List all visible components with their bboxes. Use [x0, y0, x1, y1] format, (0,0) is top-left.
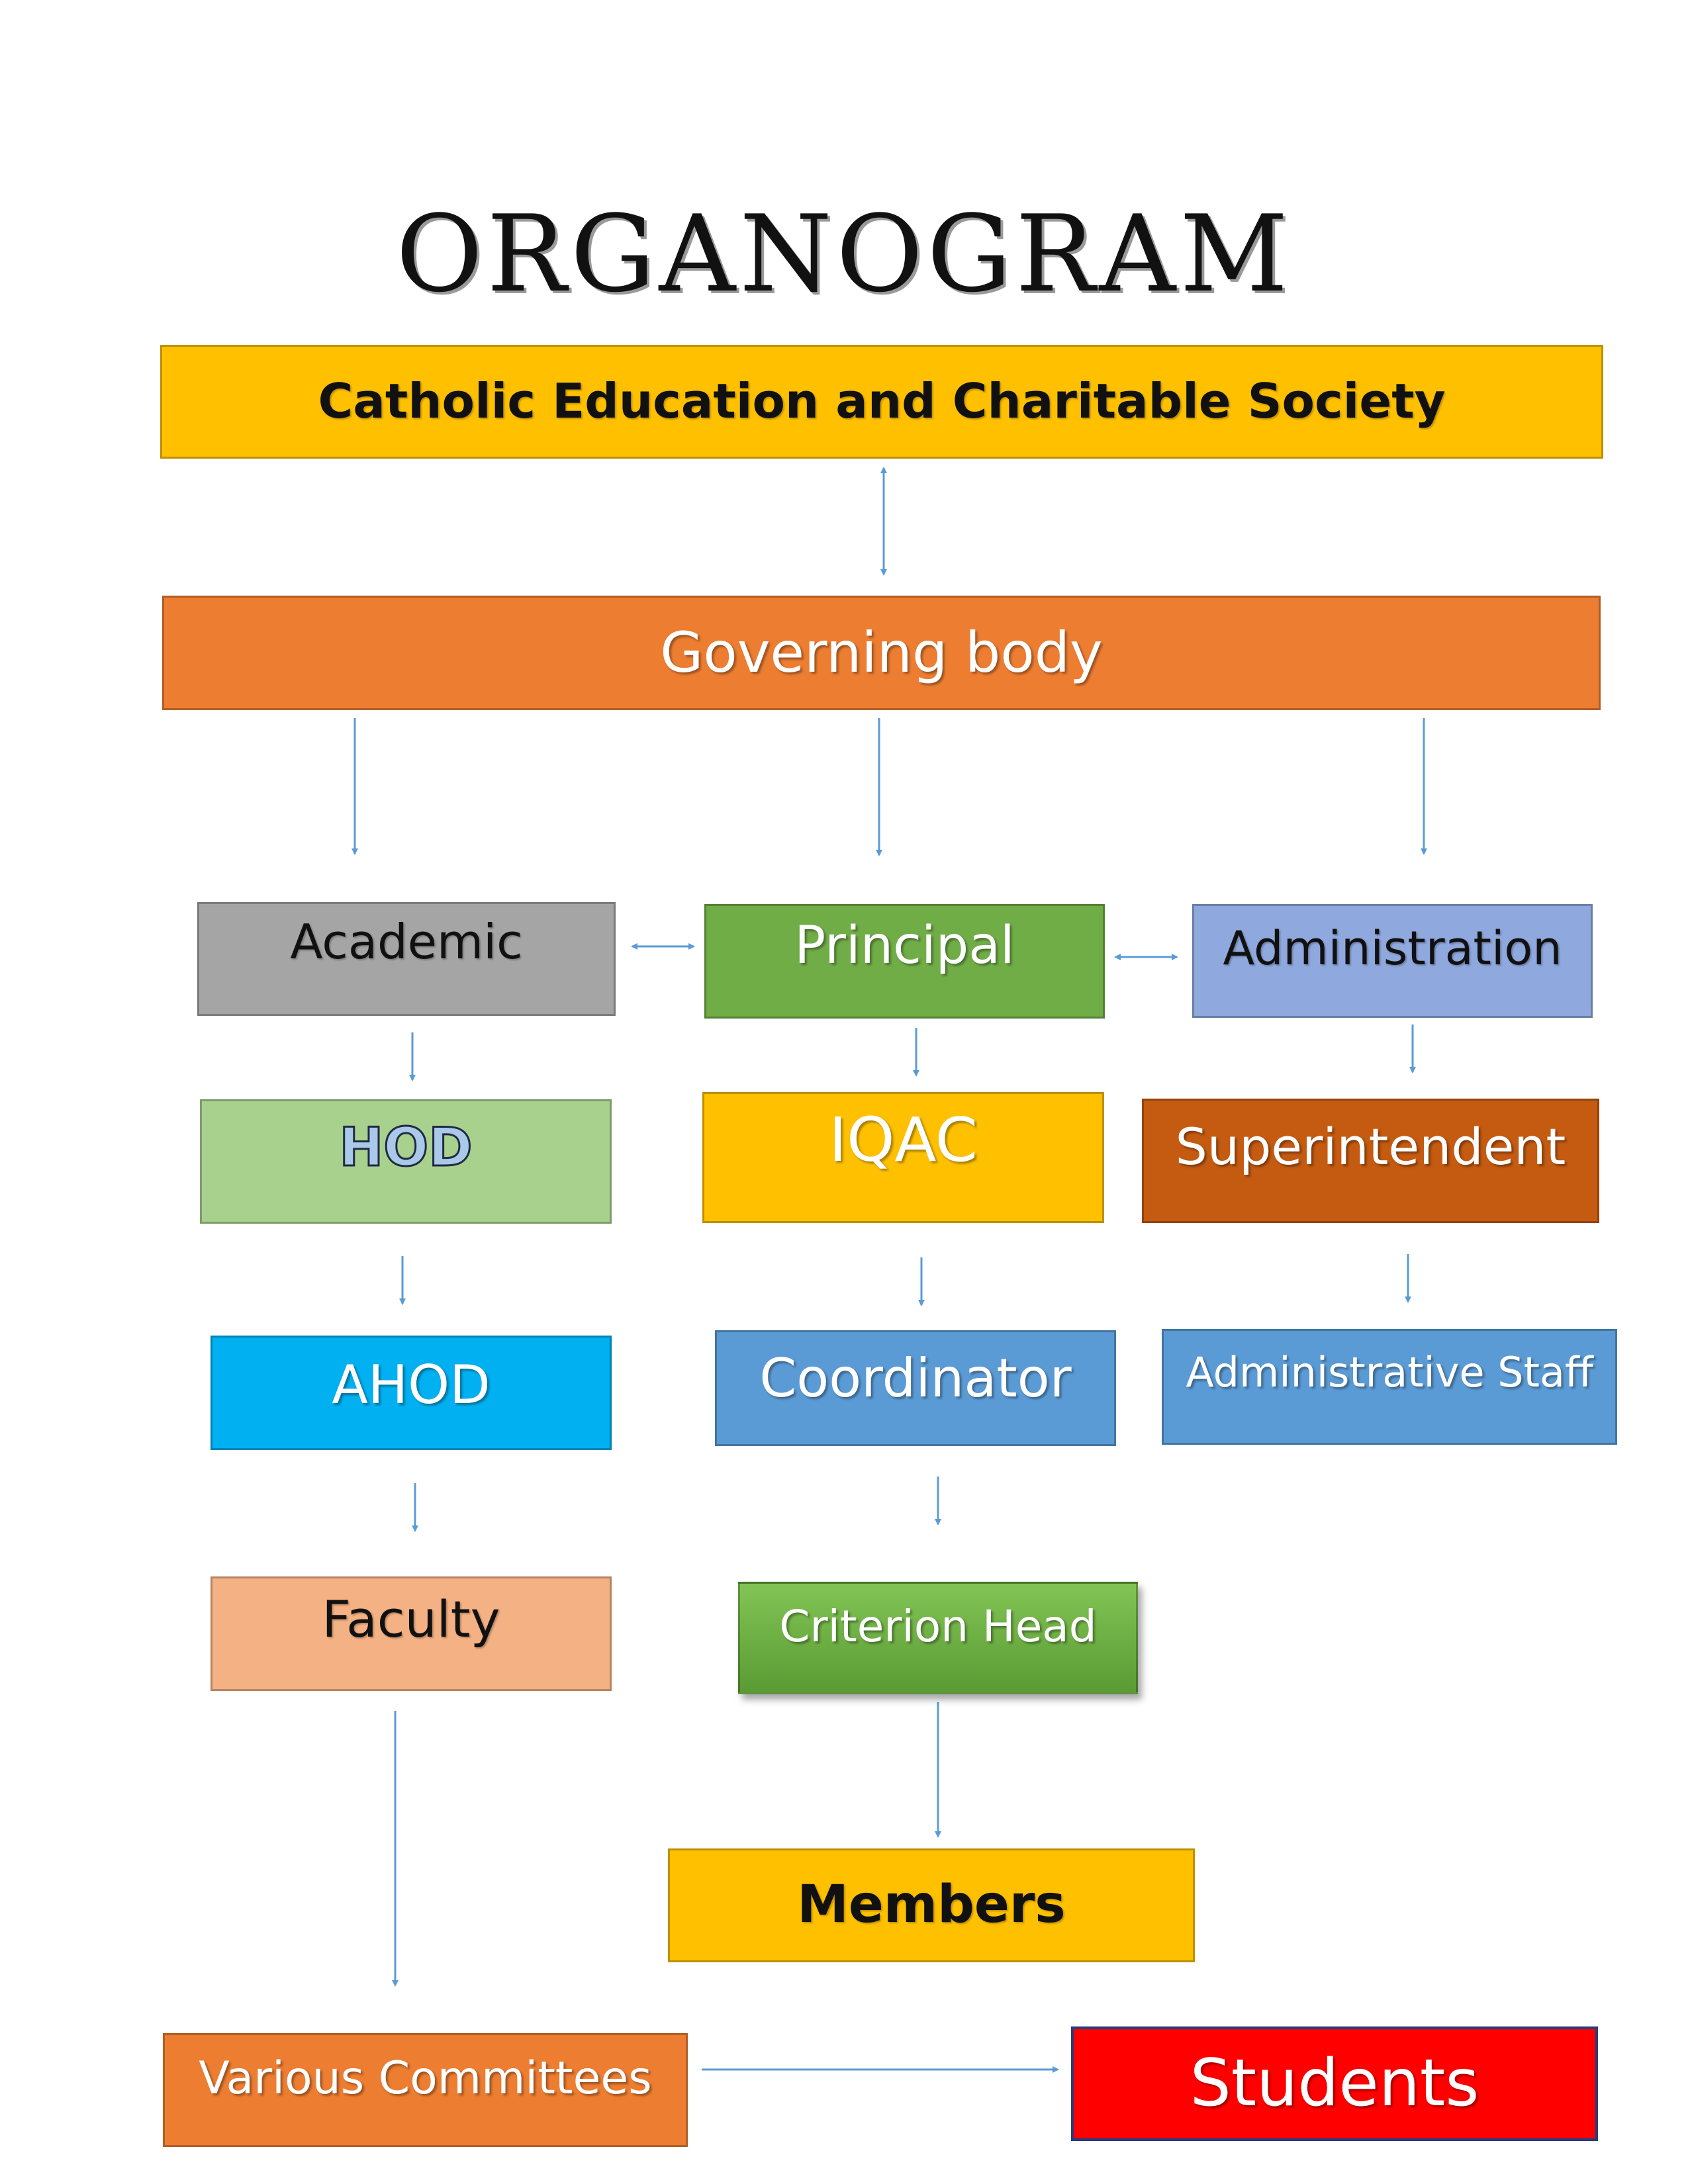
node-principal: Principal — [704, 904, 1105, 1019]
node-superintendent: Superintendent — [1142, 1099, 1599, 1223]
node-society: Catholic Education and Charitable Societ… — [160, 345, 1603, 459]
node-coordinator: Coordinator — [715, 1330, 1116, 1446]
node-administrative-staff: Administrative Staff — [1162, 1329, 1617, 1445]
node-various-committees: Various Committees — [163, 2033, 688, 2147]
node-students: Students — [1071, 2026, 1598, 2141]
node-administration: Administration — [1192, 904, 1593, 1018]
node-iqac: IQAC — [702, 1092, 1104, 1223]
node-academic: Academic — [197, 902, 616, 1016]
node-members: Members — [668, 1848, 1195, 1962]
node-ahod: AHOD — [211, 1336, 612, 1450]
node-hod: HOD — [200, 1099, 612, 1224]
node-faculty: Faculty — [211, 1576, 612, 1691]
node-criterion-head: Criterion Head — [738, 1582, 1138, 1694]
node-governing-body: Governing body — [162, 596, 1601, 710]
page-title: ORGANOGRAM — [396, 192, 1292, 316]
